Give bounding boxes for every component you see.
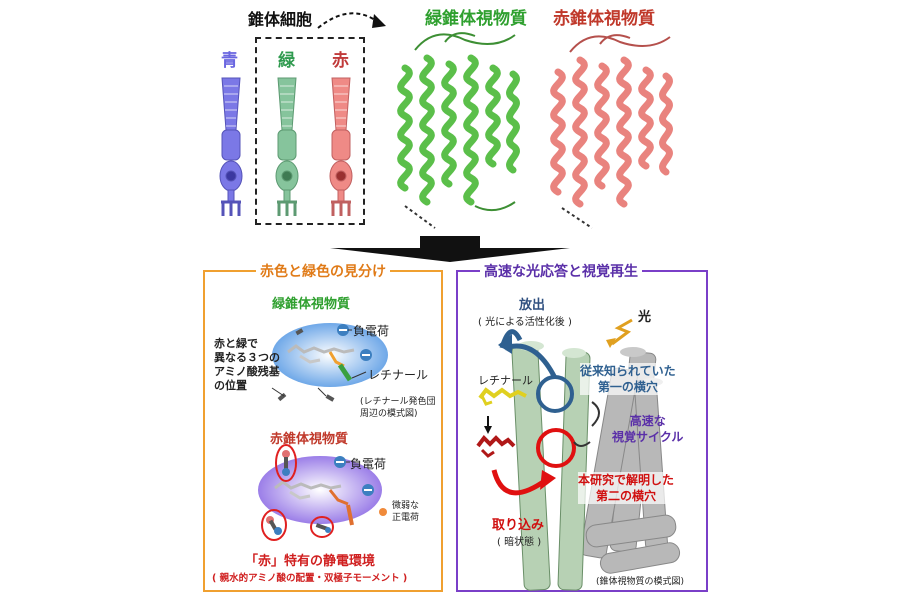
negative-charge-label-2: 負電荷 [350,457,387,471]
red-protein-structure [550,34,673,229]
red-cone-icon [329,77,353,216]
release-sublabel: ( 光による活性化後 ) [478,317,572,328]
cone-highlight-box [255,37,365,225]
cone-label-red: 赤 [332,51,349,71]
first-hole-label: 従来知られていた 第一の横穴 [580,363,676,395]
right-panel-title: 高速な光応答と視覚再生 [480,261,642,281]
green-subtitle: 緑錐体視物質 [272,297,351,312]
model-note-left: (レチナール発色団 周辺の模式図) [360,397,436,419]
release-label: 放出 [519,298,546,313]
light-label: 光 [638,310,652,325]
uptake-label: 取り込み [492,518,545,533]
cone-label-blue: 青 [221,51,238,71]
model-note-right: (錐体視物質の模式図) [596,577,685,587]
weak-positive-note: 微弱な 正電荷 [392,501,420,523]
residue-note: 赤と緑で 異なる３つの アミノ酸残基 の位置 [214,337,280,392]
cone-label-green: 緑 [278,51,295,71]
fast-cycle-label: 高速な 視覚サイクル [612,414,684,444]
left-panel-title: 赤色と緑色の見分け [256,261,390,281]
green-cone-icon [275,77,299,216]
second-hole-label: 本研究で解明した 第二の横穴 [578,472,675,504]
uptake-sublabel: ( 暗状態 ) [497,537,542,548]
conclusion-text: 「赤」特有の静電環境 [245,554,376,569]
negative-charge-label-1: 負電荷 [353,324,390,338]
green-protein-title: 緑錐体視物質 [425,9,527,29]
red-protein-title: 赤錐体視物質 [553,9,655,29]
conclusion-subtext: ( 親水的アミノ酸の配置・双極子モーメント ) [212,573,408,584]
red-subtitle: 赤錐体視物質 [270,432,349,447]
cone-cells-title: 錐体細胞 [248,10,313,29]
green-protein-structure [397,32,520,229]
blue-cone-icon [219,77,243,216]
retinal-label-left: レチナール [368,368,429,382]
retinal-label-right: レチナール [478,374,533,387]
